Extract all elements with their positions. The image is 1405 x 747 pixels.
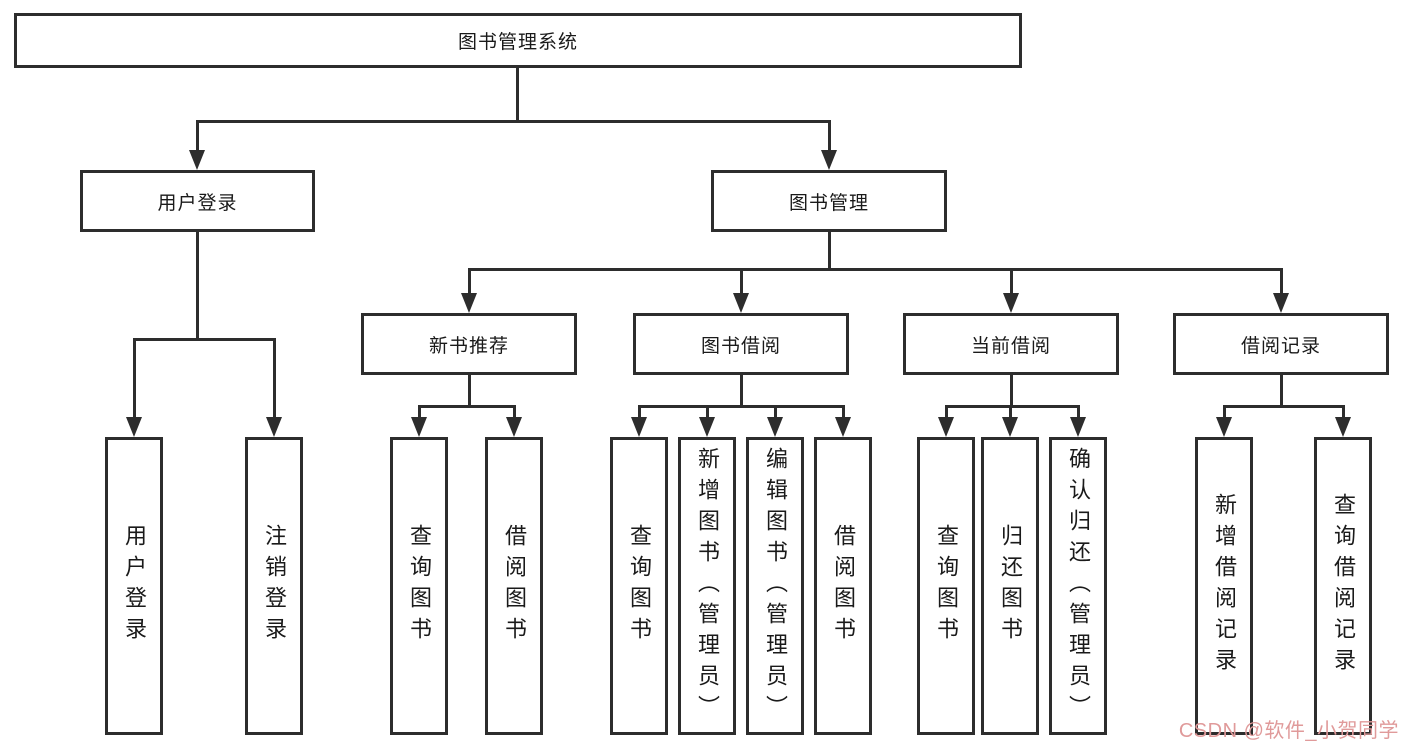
arrow-down-icon bbox=[1273, 293, 1289, 313]
arrow-down-icon bbox=[733, 293, 749, 313]
connector-stem bbox=[196, 120, 199, 156]
arrow-down-icon bbox=[461, 293, 477, 313]
connector-stem bbox=[1223, 405, 1226, 424]
connector-stem bbox=[828, 120, 831, 156]
node-label: 确认归还（管理员） bbox=[1066, 446, 1091, 726]
connector-bar bbox=[1223, 405, 1345, 408]
node-label: 用户登录 bbox=[122, 524, 147, 648]
connector-stem bbox=[638, 405, 641, 424]
connector-bar bbox=[638, 405, 845, 408]
node-query-books-borrowing: 查询图书 bbox=[610, 437, 668, 735]
arrow-down-icon bbox=[1002, 417, 1018, 437]
node-book-borrowing: 图书借阅 bbox=[633, 313, 849, 375]
arrow-down-icon bbox=[411, 417, 427, 437]
arrow-down-icon bbox=[506, 417, 522, 437]
connector-stem bbox=[513, 405, 516, 424]
node-confirm-return-admin: 确认归还（管理员） bbox=[1049, 437, 1107, 735]
connector-stem bbox=[842, 405, 845, 424]
node-borrow-books-recommend: 借阅图书 bbox=[485, 437, 543, 735]
node-user-login-action: 用户登录 bbox=[105, 437, 163, 735]
connector-stem bbox=[706, 405, 709, 424]
arrow-down-icon bbox=[699, 417, 715, 437]
node-borrowing-records: 借阅记录 bbox=[1173, 313, 1389, 375]
node-query-books-recommend: 查询图书 bbox=[390, 437, 448, 735]
node-add-borrowing-record: 新增借阅记录 bbox=[1195, 437, 1253, 735]
connector-stem bbox=[1010, 268, 1013, 300]
arrow-down-icon bbox=[1335, 417, 1351, 437]
node-label: 编辑图书（管理员） bbox=[763, 446, 788, 726]
node-library-management-system: 图书管理系统 bbox=[14, 13, 1022, 68]
arrow-down-icon bbox=[767, 417, 783, 437]
connector-bar bbox=[945, 405, 1080, 408]
connector-stem bbox=[945, 405, 948, 424]
node-label: 图书借阅 bbox=[700, 335, 781, 357]
node-label: 查询图书 bbox=[934, 524, 959, 648]
connector-stem bbox=[828, 232, 831, 271]
arrow-down-icon bbox=[835, 417, 851, 437]
arrow-down-icon bbox=[266, 417, 282, 437]
node-label: 查询借阅记录 bbox=[1331, 493, 1356, 679]
arrow-down-icon bbox=[126, 417, 142, 437]
connector-stem bbox=[133, 338, 136, 424]
connector-stem bbox=[273, 338, 276, 424]
node-add-books-admin: 新增图书（管理员） bbox=[678, 437, 736, 735]
node-query-borrowing-record: 查询借阅记录 bbox=[1314, 437, 1372, 735]
connector-stem bbox=[740, 375, 743, 408]
node-label: 借阅图书 bbox=[502, 524, 527, 648]
node-label: 图书管理系统 bbox=[457, 32, 578, 53]
arrow-down-icon bbox=[938, 417, 954, 437]
node-label: 借阅记录 bbox=[1240, 335, 1321, 357]
watermark: CSDN @软件_小贺同学 bbox=[1178, 720, 1399, 742]
node-current-borrowing: 当前借阅 bbox=[903, 313, 1119, 375]
arrow-down-icon bbox=[821, 150, 837, 170]
arrow-down-icon bbox=[189, 150, 205, 170]
node-label: 图书管理 bbox=[788, 192, 869, 214]
node-return-books: 归还图书 bbox=[981, 437, 1039, 735]
arrow-down-icon bbox=[1070, 417, 1086, 437]
connector-stem bbox=[468, 375, 471, 408]
node-user-login: 用户登录 bbox=[80, 170, 315, 232]
node-label: 新书推荐 bbox=[428, 335, 509, 357]
node-new-book-recommendation: 新书推荐 bbox=[361, 313, 577, 375]
connector-bar bbox=[133, 338, 276, 341]
connector-stem bbox=[1280, 268, 1283, 300]
connector-stem bbox=[1010, 375, 1013, 408]
connector-bar bbox=[418, 405, 516, 408]
arrow-down-icon bbox=[1216, 417, 1232, 437]
connector-stem bbox=[1342, 405, 1345, 424]
connector-stem bbox=[1280, 375, 1283, 408]
node-label: 新增图书（管理员） bbox=[695, 446, 720, 726]
node-label: 借阅图书 bbox=[831, 524, 856, 648]
node-label: 查询图书 bbox=[627, 524, 652, 648]
connector-stem bbox=[740, 268, 743, 300]
node-borrow-books-action: 借阅图书 bbox=[814, 437, 872, 735]
connector-stem bbox=[1009, 405, 1012, 424]
connector-bar bbox=[468, 268, 1283, 271]
arrow-down-icon bbox=[1003, 293, 1019, 313]
node-book-management: 图书管理 bbox=[711, 170, 947, 232]
node-label: 新增借阅记录 bbox=[1212, 493, 1237, 679]
node-label: 当前借阅 bbox=[970, 335, 1051, 357]
connector-stem bbox=[418, 405, 421, 424]
node-label: 查询图书 bbox=[407, 524, 432, 648]
node-edit-books-admin: 编辑图书（管理员） bbox=[746, 437, 804, 735]
arrow-down-icon bbox=[631, 417, 647, 437]
node-label: 用户登录 bbox=[157, 192, 238, 214]
connector-stem bbox=[468, 268, 471, 300]
connector-bar bbox=[196, 120, 830, 123]
connector-stem bbox=[1077, 405, 1080, 424]
node-query-books-current: 查询图书 bbox=[917, 437, 975, 735]
node-logout-action: 注销登录 bbox=[245, 437, 303, 735]
connector-stem bbox=[774, 405, 777, 424]
connector-stem bbox=[196, 232, 199, 341]
node-label: 注销登录 bbox=[262, 524, 287, 648]
node-label: 归还图书 bbox=[998, 524, 1023, 648]
connector-stem bbox=[516, 68, 519, 123]
